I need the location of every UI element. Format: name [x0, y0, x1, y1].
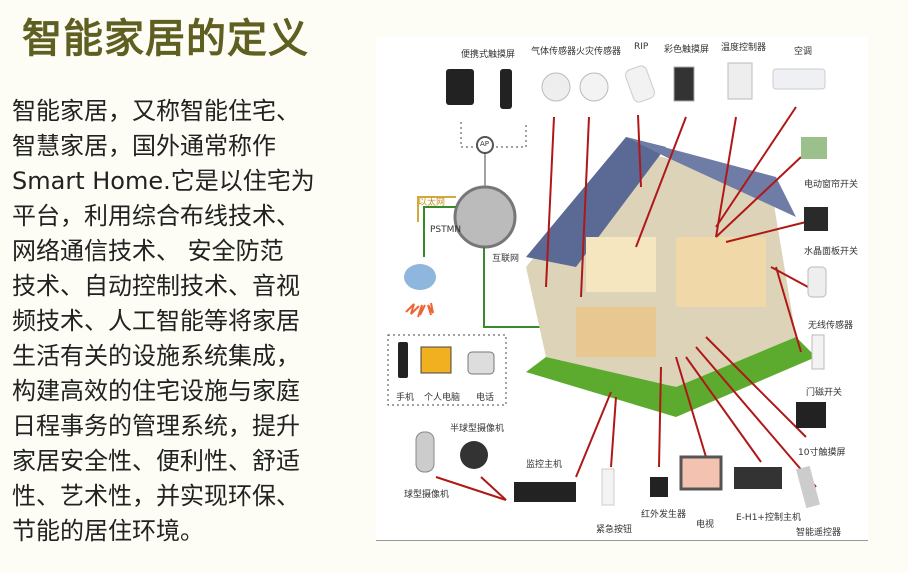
dome-camera-icon [415, 431, 435, 473]
touch-panel-icon [673, 66, 695, 102]
air-conditioner-icon [772, 68, 826, 90]
smart-home-diagram: 便携式触摸屏 气体传感器 火灾传感器 RIP 彩色触摸屏 温度控制器 空调 AP… [376, 37, 868, 541]
curtain-switch-icon [801, 137, 827, 159]
label: AP [480, 140, 490, 148]
control-host-icon [734, 467, 782, 489]
tablet-icon [446, 69, 474, 105]
panic-button-icon [601, 468, 615, 506]
text-line: 平台，利用综合布线技术、 [12, 202, 300, 230]
label: 10寸触摸屏 [798, 448, 846, 458]
label: 电动窗帘开关 [804, 180, 859, 190]
label: 监控主机 [526, 460, 563, 470]
tv-icon [679, 455, 723, 491]
fire-sensor-icon [579, 72, 609, 102]
rip-sensor-icon [625, 65, 655, 103]
text-line: 智慧家居，国外通常称作 [12, 132, 276, 160]
label: 水晶面板开关 [804, 247, 859, 257]
phone-icon [398, 342, 408, 378]
internet-globe-icon [453, 185, 517, 249]
pc-icon [420, 346, 452, 374]
label: 个人电脑 [424, 393, 461, 403]
page-title: 智能家居的定义 [22, 16, 309, 62]
label: 气体传感器 [531, 47, 577, 57]
ir-emitter-icon [650, 477, 668, 497]
text-line: 性、艺术性，并实现环保、 [12, 482, 300, 510]
door-sensor-icon [811, 334, 825, 370]
wireless-sensor-icon [807, 266, 827, 298]
label: 球型摄像机 [404, 490, 450, 500]
text-line: 构建高效的住宅设施与家庭 [12, 377, 300, 405]
text-line: 家居安全性、便利性、舒适 [12, 447, 300, 475]
label: 紧急按钮 [596, 525, 633, 535]
text-line: 智能家居，又称智能住宅、 [12, 97, 300, 125]
label: 智能遥控器 [796, 528, 842, 538]
label: RIP [634, 42, 649, 52]
label: E-H1+控制主机 [736, 513, 801, 523]
half-dome-camera-icon [460, 441, 488, 469]
smart-remote-icon [796, 465, 820, 509]
monitor-host-icon [514, 482, 576, 502]
gas-sensor-icon [541, 72, 571, 102]
label: 彩色触摸屏 [664, 45, 710, 55]
text-line: 日程事务的管理系统，提升 [12, 412, 300, 440]
text-line: 网络通信技术、 安全防范 [12, 237, 284, 265]
thermostat-icon [727, 62, 753, 100]
label: 空调 [794, 47, 813, 57]
label: 温度控制器 [721, 43, 767, 53]
text-line: 生活有关的设施系统集成， [12, 342, 300, 370]
label: 红外发生器 [641, 510, 687, 520]
label: PSTMN [430, 225, 462, 235]
wireless-icon [405, 302, 434, 318]
label: 互联网 [492, 254, 520, 264]
label: 以太网 [418, 198, 446, 208]
definition-text: 智能家居，又称智能住宅、 智慧家居，国外通常称作 Smart Home.它是以住… [12, 94, 362, 549]
remote-icon [500, 69, 512, 109]
crystal-panel-icon [804, 207, 828, 231]
diagram-graphics [387, 62, 828, 509]
text-line: 技术、自动控制技术、音视 [12, 272, 300, 300]
label: 手机 [396, 393, 415, 403]
telephone-icon [467, 351, 495, 375]
touchscreen-10-icon [796, 402, 826, 428]
label: 便携式触摸屏 [461, 50, 516, 60]
cloud-icon [404, 264, 436, 290]
label: 电视 [696, 520, 715, 530]
label: 火灾传感器 [576, 47, 622, 57]
label: 无线传感器 [808, 321, 854, 331]
text-line: 频技术、人工智能等将家居 [12, 307, 300, 335]
label: 半球型摄像机 [450, 424, 505, 434]
text-line: 节能的居住环境。 [12, 517, 204, 545]
label: 电话 [476, 393, 495, 403]
label: 门磁开关 [806, 388, 843, 398]
text-line: Smart Home.它是以住宅为 [12, 167, 315, 195]
